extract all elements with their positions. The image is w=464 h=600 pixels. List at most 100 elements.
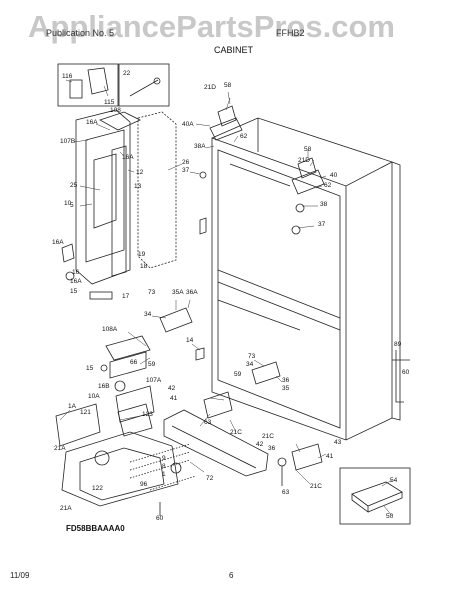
callout-c26: 16A xyxy=(52,239,64,246)
diagram-code: FD58BBAAAA0 xyxy=(66,524,125,533)
housing-108a xyxy=(105,335,151,361)
callout-c16: 58 xyxy=(224,82,232,89)
callout-c32: 17 xyxy=(122,293,130,300)
cabinet-inner-liner xyxy=(217,149,341,429)
callout-c29: 16 xyxy=(72,269,80,276)
bracket-35a xyxy=(159,307,193,333)
inset-box-54-50 xyxy=(339,467,411,525)
footer-date: 11/09 xyxy=(10,571,30,580)
callout-c25: 37 xyxy=(318,221,326,228)
inset-box-116-115 xyxy=(57,63,119,107)
callout-c45: 73 xyxy=(248,353,256,360)
cabinet-outline xyxy=(211,117,393,441)
callout-c51: 60 xyxy=(402,369,410,376)
callout-c36: 34 xyxy=(144,311,152,318)
section-title: CABINET xyxy=(214,45,254,55)
air-duct-assembly xyxy=(75,109,131,285)
callout-c64: 96 xyxy=(140,481,148,488)
callout-c66: 21A xyxy=(60,505,72,512)
callout-c55: 121 xyxy=(80,409,91,416)
callout-c22: 40 xyxy=(330,172,338,179)
callout-c18: 38A xyxy=(194,143,206,150)
callout-c28: 18 xyxy=(140,263,148,270)
callout-c34: 35A xyxy=(172,289,184,296)
callout-c24: 38 xyxy=(320,201,328,208)
callout-c43: 10A xyxy=(88,393,100,400)
callout-c69: 42 xyxy=(256,441,264,448)
watermark: AppliancePartsPros.com xyxy=(28,9,395,44)
callout-c40: 15 xyxy=(86,365,94,372)
callout-c41: 66 xyxy=(130,359,138,366)
callout-c33: 73 xyxy=(148,289,156,296)
callout-c72: 41 xyxy=(326,453,334,460)
callout-c53: 41 xyxy=(170,395,178,402)
callout-c17: 40A xyxy=(182,121,194,128)
callout-c4: 108 xyxy=(110,107,121,114)
callout-c75: 54 xyxy=(390,477,398,484)
callout-c71: 43 xyxy=(334,439,342,446)
part-16a xyxy=(61,243,75,263)
callout-c54: 1A xyxy=(68,403,77,410)
callout-c5: 16A xyxy=(86,119,98,126)
callout-c8: 12 xyxy=(136,169,144,176)
callout-c60: 9 xyxy=(162,455,166,462)
hinge-40 xyxy=(291,169,325,195)
callout-c2: 115 xyxy=(104,99,115,106)
inset-box-22 xyxy=(118,63,170,107)
callout-c76: 50 xyxy=(386,513,394,520)
callout-c56: 21A xyxy=(54,445,66,452)
callout-c57: 123 xyxy=(142,411,153,418)
callout-c52: 42 xyxy=(168,385,176,392)
callout-c31: 15 xyxy=(70,288,78,295)
callout-c6: 107B xyxy=(60,138,75,145)
header-model: FFHB2 xyxy=(276,28,305,38)
callout-c59: 21C xyxy=(230,429,242,436)
toe-kick-72 xyxy=(163,409,269,477)
callout-c44: 107A xyxy=(146,377,162,384)
callout-c9: 13 xyxy=(134,183,142,190)
callout-c35: 36A xyxy=(186,289,198,296)
callout-c12: 10 xyxy=(64,200,72,207)
callout-c38: 59 xyxy=(148,361,156,368)
footer-page-number: 6 xyxy=(229,571,234,580)
callout-c47: 59 xyxy=(234,371,242,378)
callout-c62: 1 xyxy=(162,471,166,478)
part-22-shape xyxy=(129,79,159,97)
hinge-40a xyxy=(209,117,243,141)
callout-c3: 22 xyxy=(123,70,131,77)
callout-c42: 16B xyxy=(98,383,110,390)
callout-c7: 16A xyxy=(122,154,134,161)
callout-c70: 36 xyxy=(268,445,276,452)
callout-c11: 5 xyxy=(70,202,74,209)
front-grille-assembly xyxy=(61,431,179,507)
callout-c61: 8 xyxy=(162,463,166,470)
callout-c58: 63 xyxy=(204,419,212,426)
callout-c13: 26 xyxy=(182,159,190,166)
part-116-shape xyxy=(69,79,83,99)
callout-c20: 58 xyxy=(304,146,312,153)
callout-c21: 21D xyxy=(298,157,310,164)
callout-c15: 21D xyxy=(204,84,216,91)
callout-c49: 35 xyxy=(282,385,290,392)
callout-c68: 21C xyxy=(262,433,274,440)
roller-41-right xyxy=(291,443,323,471)
callout-c73: 63 xyxy=(282,489,290,496)
callout-c14: 37 xyxy=(182,167,190,174)
part-1a xyxy=(55,403,101,447)
callout-c30: 16A xyxy=(70,278,82,285)
callout-c63: 122 xyxy=(92,485,103,492)
bracket-35 xyxy=(251,361,281,385)
roller-41 xyxy=(203,391,233,419)
callout-c65: 72 xyxy=(206,475,214,482)
callout-c1: 116 xyxy=(62,73,73,80)
callout-c10: 25 xyxy=(70,182,78,189)
callout-c74: 21C xyxy=(310,483,322,490)
callout-c50: 89 xyxy=(394,341,402,348)
callout-c37: 108A xyxy=(102,326,118,333)
callout-c39: 14 xyxy=(186,337,194,344)
part-115-shape xyxy=(87,67,109,95)
callout-c19: 62 xyxy=(240,133,248,140)
header-publication: Publication No. 5 xyxy=(46,28,115,38)
